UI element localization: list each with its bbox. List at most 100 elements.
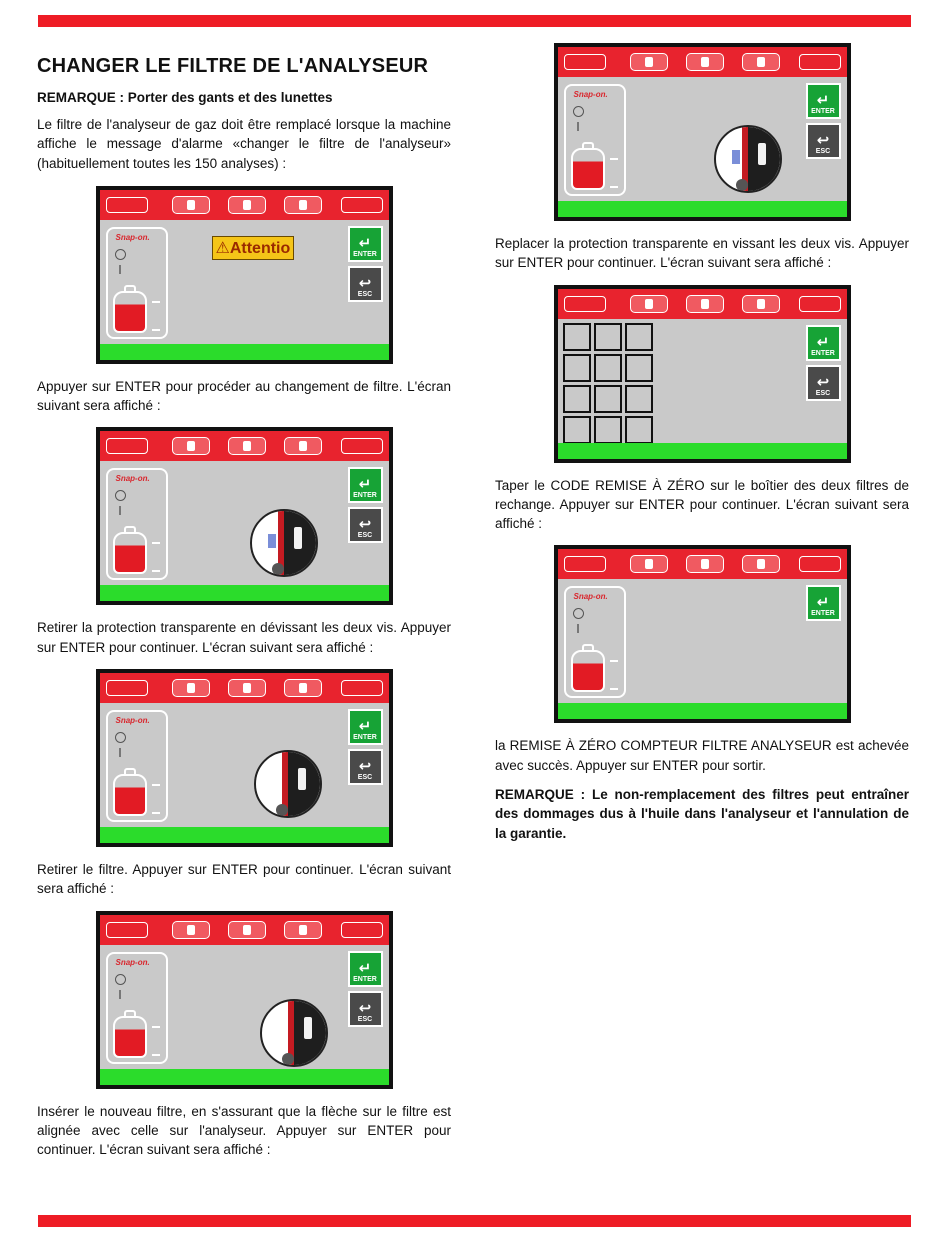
warning-note: REMARQUE : Le non-remplacement des filtr… bbox=[495, 787, 909, 841]
keypad-key[interactable] bbox=[624, 384, 653, 413]
back-arrow-icon: ↩ bbox=[358, 758, 372, 776]
enter-button[interactable]: ↵ENTER bbox=[805, 324, 841, 361]
device-screen-reset-complete: Snap-on. ↵ENTER bbox=[553, 545, 851, 724]
bottle-icon bbox=[629, 53, 668, 71]
wheel bbox=[735, 179, 748, 191]
level-tick bbox=[151, 812, 160, 815]
bottle-icon bbox=[171, 437, 210, 456]
thermometer-icon bbox=[576, 624, 579, 634]
oil-bottle-icon bbox=[112, 532, 147, 575]
status-box bbox=[340, 680, 383, 697]
back-arrow-icon: ↩ bbox=[816, 373, 830, 391]
status-box bbox=[798, 295, 841, 312]
level-tick bbox=[151, 328, 160, 331]
step-3-text: Retirer le filtre. Appuyer sur ENTER pou… bbox=[37, 862, 451, 897]
filter-cylinder bbox=[293, 527, 302, 550]
machine-edge bbox=[281, 752, 288, 817]
screen-top-bar bbox=[557, 288, 847, 319]
step-1-text: Appuyer sur ENTER pour procéder au chang… bbox=[37, 378, 451, 414]
bottle-neck bbox=[581, 142, 594, 150]
esc-button[interactable]: ↩ESC bbox=[347, 265, 383, 302]
keypad-key[interactable] bbox=[593, 384, 622, 413]
machine-edge bbox=[277, 511, 284, 576]
esc-button[interactable]: ↩ESC bbox=[347, 749, 383, 786]
keypad-key[interactable] bbox=[593, 322, 622, 351]
gauge-panel: Snap-on. bbox=[105, 468, 168, 581]
enter-button[interactable]: ↵ENTER bbox=[805, 585, 841, 622]
keypad-key[interactable] bbox=[562, 415, 591, 444]
keypad-key[interactable] bbox=[624, 415, 653, 444]
filter-cylinder bbox=[757, 143, 766, 165]
gauge-icon bbox=[114, 973, 126, 985]
bottom-accent-bar bbox=[38, 1215, 911, 1227]
alert-badge: ⚠Attentio bbox=[211, 235, 295, 260]
gauge-panel: Snap-on. bbox=[563, 84, 626, 196]
bottle-icon bbox=[629, 294, 668, 313]
step-5-text: Replacer la protection transparente en v… bbox=[495, 236, 909, 271]
enter-button[interactable]: ↵ENTER bbox=[347, 467, 383, 504]
screen-top-bar bbox=[99, 673, 389, 704]
intro-text: Le filtre de l'analyseur de gaz doit êtr… bbox=[37, 117, 451, 171]
enter-arrow-icon: ↵ bbox=[358, 718, 372, 736]
enter-label: ENTER bbox=[353, 250, 377, 258]
enter-label: ENTER bbox=[353, 492, 377, 500]
thermometer-icon bbox=[118, 989, 121, 999]
esc-label: ESC bbox=[357, 774, 373, 782]
thermometer-icon bbox=[118, 264, 121, 274]
device-screen-remove-cover: Snap-on. ↵ENTER ↩ESC bbox=[95, 427, 393, 606]
gear-icon bbox=[685, 53, 724, 71]
level-tick bbox=[151, 1053, 160, 1056]
status-green-bar bbox=[99, 585, 389, 602]
status-green-bar bbox=[99, 827, 389, 844]
esc-button[interactable]: ↩ESC bbox=[347, 507, 383, 544]
screen-top-bar bbox=[557, 549, 847, 580]
gear-icon bbox=[685, 294, 724, 313]
brand-logo: Snap-on. bbox=[115, 474, 150, 484]
gauge-panel: Snap-on. bbox=[563, 586, 626, 699]
gear-icon bbox=[227, 920, 266, 939]
bottle-icon bbox=[283, 920, 322, 939]
safety-note: REMARQUE : Porter des gants et des lunet… bbox=[37, 90, 333, 105]
keypad-key[interactable] bbox=[593, 353, 622, 382]
enter-button[interactable]: ↵ENTER bbox=[805, 83, 841, 119]
back-arrow-icon: ↩ bbox=[358, 999, 372, 1017]
filter-illustration bbox=[259, 998, 328, 1067]
level-tick bbox=[151, 1025, 160, 1028]
gauge-panel: Snap-on. bbox=[105, 951, 168, 1064]
filter-illustration bbox=[253, 750, 322, 819]
esc-label: ESC bbox=[357, 290, 373, 298]
enter-button[interactable]: ↵ENTER bbox=[347, 709, 383, 746]
brand-logo: Snap-on. bbox=[573, 90, 608, 99]
enter-arrow-icon: ↵ bbox=[816, 92, 830, 109]
esc-button[interactable]: ↩ESC bbox=[347, 990, 383, 1027]
status-green-bar bbox=[557, 703, 847, 720]
keypad-key[interactable] bbox=[562, 353, 591, 382]
filter-cylinder bbox=[303, 1016, 312, 1039]
filter-illustration bbox=[713, 125, 782, 193]
keypad-key[interactable] bbox=[562, 322, 591, 351]
enter-button[interactable]: ↵ENTER bbox=[347, 225, 383, 262]
keypad-key[interactable] bbox=[562, 384, 591, 413]
keypad-key[interactable] bbox=[624, 353, 653, 382]
enter-label: ENTER bbox=[353, 975, 377, 983]
device-screen-insert-filter: Snap-on. ↵ENTER ↩ESC bbox=[95, 910, 393, 1089]
status-box bbox=[563, 54, 606, 70]
enter-button[interactable]: ↵ENTER bbox=[347, 950, 383, 987]
bottle-icon bbox=[283, 679, 322, 698]
bottle-icon bbox=[629, 555, 668, 574]
thermometer-icon bbox=[118, 748, 121, 758]
keypad-key[interactable] bbox=[593, 415, 622, 444]
bottle-icon bbox=[741, 555, 780, 574]
oil-bottle-icon bbox=[112, 774, 147, 817]
keypad-key[interactable] bbox=[624, 322, 653, 351]
gear-icon bbox=[685, 555, 724, 574]
esc-button[interactable]: ↩ESC bbox=[805, 123, 841, 159]
brand-logo: Snap-on. bbox=[115, 716, 150, 726]
esc-button[interactable]: ↩ESC bbox=[805, 364, 841, 401]
step-2-text: Retirer la protection transparente en dé… bbox=[37, 620, 451, 655]
status-box bbox=[340, 438, 383, 455]
level-tick bbox=[151, 570, 160, 573]
status-box bbox=[340, 196, 383, 213]
thermometer-icon bbox=[118, 506, 121, 516]
enter-label: ENTER bbox=[811, 349, 835, 357]
